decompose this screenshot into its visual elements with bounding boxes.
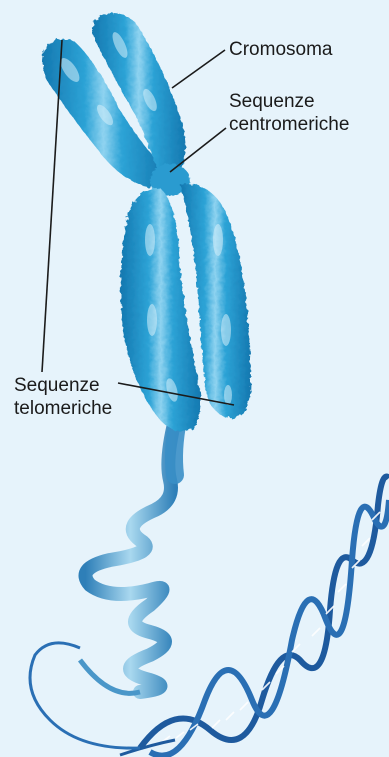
chromatin-coil [80, 420, 178, 693]
leader-line-telomeric-top [42, 40, 62, 372]
label-chromosome: Cromosoma [229, 38, 332, 61]
leader-line-chromosome [172, 50, 225, 88]
dna-strand-a [140, 477, 389, 748]
chromatin-loop [30, 643, 140, 748]
label-centromeric-line1: Sequenze [229, 90, 349, 113]
label-telomeric-line1: Sequenze [14, 374, 112, 397]
chromatid-lower-left [121, 188, 201, 431]
label-centromeric-sequences: Sequenze centromeriche [229, 90, 349, 136]
label-telomeric-sequences: Sequenze telomeriche [14, 374, 112, 420]
label-centromeric-line2: centromeriche [229, 113, 349, 136]
label-telomeric-line2: telomeriche [14, 397, 112, 420]
dna-double-helix [120, 477, 389, 756]
